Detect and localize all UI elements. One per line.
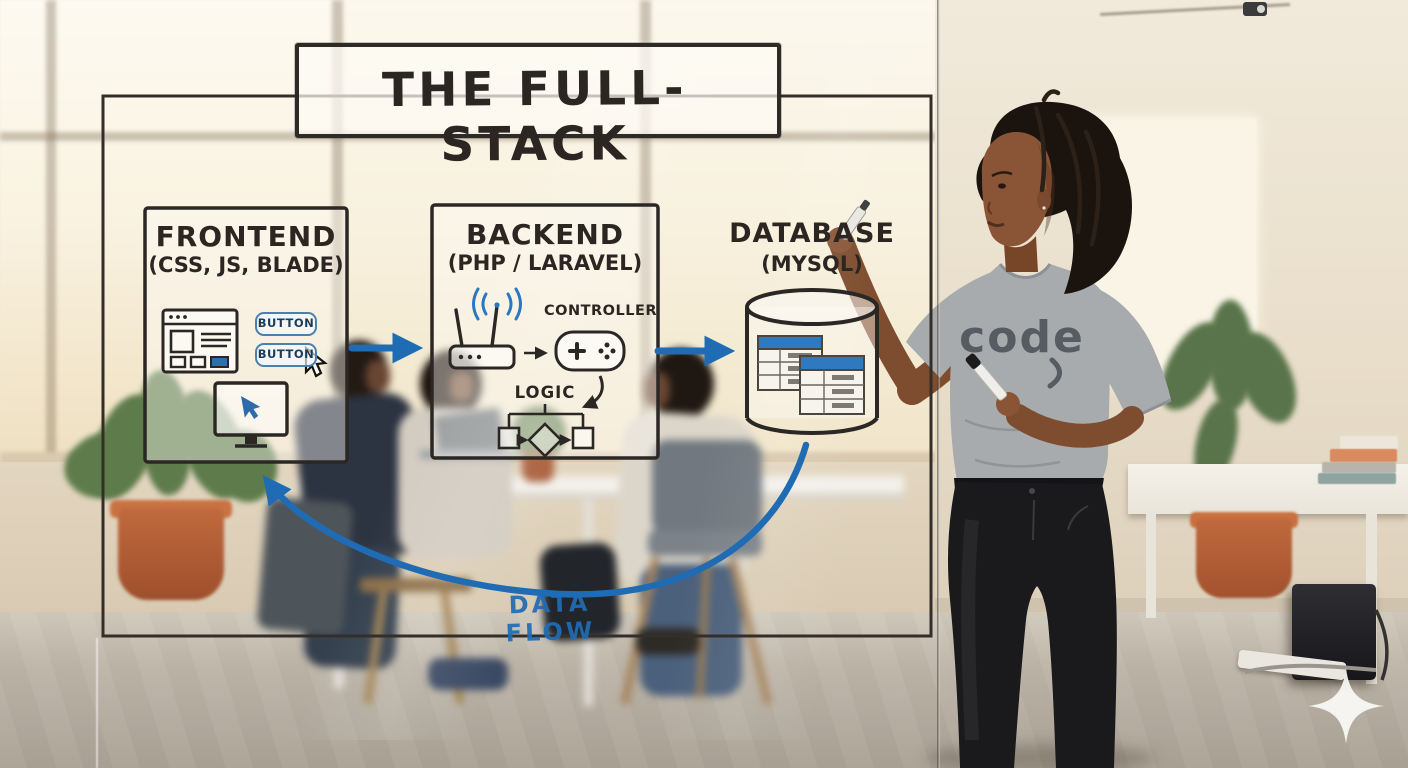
sneakers — [428, 658, 508, 690]
shelf-leg — [1146, 514, 1156, 618]
cables — [1244, 609, 1389, 681]
frontend-box — [143, 206, 349, 464]
presenter-sleeve — [1096, 288, 1171, 420]
book — [1340, 436, 1398, 449]
presenter-face — [981, 132, 1052, 247]
presenter-nose — [987, 201, 993, 215]
jeans-stitching — [1032, 499, 1089, 541]
controller-icon — [554, 330, 626, 372]
monitor-icon — [213, 381, 289, 448]
frontend-label: FRONTEND — [155, 220, 337, 253]
sparkle-watermark-icon — [1308, 668, 1384, 744]
curved-arrow-icon — [581, 375, 604, 409]
window-mullion — [332, 0, 343, 458]
presenter-lips — [987, 220, 1005, 228]
presenter-brow — [991, 171, 1013, 178]
backend-label: BACKEND — [465, 218, 625, 251]
window-mullion — [640, 0, 651, 458]
jeans-highlight — [961, 519, 979, 741]
presenter-eye — [998, 183, 1006, 189]
button-ui-sample: BUTTON — [255, 312, 317, 336]
backend-sublabel: (PHP / LARAVEL) — [447, 251, 643, 275]
shoes — [636, 628, 700, 655]
database-sublabel: (MYSQL) — [761, 252, 863, 276]
person-face — [366, 360, 390, 392]
monitor-cursor-icon — [241, 396, 261, 420]
data-flow-label: DATA FLOW — [505, 588, 596, 648]
shirt-swoosh — [1047, 357, 1062, 389]
book — [1330, 449, 1397, 462]
security-camera-icon — [1243, 2, 1267, 16]
glass-panel-edge — [937, 0, 940, 768]
router-icon — [448, 304, 516, 370]
diagram-title: THE FULL-STACK — [381, 60, 688, 173]
database-label: DATABASE — [729, 218, 895, 249]
laptop-base — [420, 450, 518, 459]
browser-window-icon — [161, 308, 239, 374]
data-flow-curved-arrow — [262, 441, 810, 598]
chair-seat — [360, 578, 472, 592]
button-ui-sample: BUTTON — [255, 343, 317, 367]
chair-back — [652, 440, 762, 536]
marker-icon — [838, 199, 870, 241]
wifi-signal-icon — [472, 287, 522, 321]
face-shading — [1036, 140, 1055, 236]
table-edge — [298, 493, 904, 499]
table-icon — [799, 355, 865, 415]
title-box — [295, 43, 781, 138]
window-mullion — [46, 0, 56, 470]
presenter-neck — [1004, 236, 1038, 272]
book — [1318, 473, 1396, 484]
frontend-sublabel: (CSS, JS, BLADE) — [148, 253, 344, 277]
terracotta-pot-left — [118, 508, 224, 600]
jeans-button — [1029, 488, 1035, 494]
terracotta-pot-right — [1196, 518, 1292, 598]
logic-branch-icon — [497, 404, 595, 458]
presenter-ear — [1037, 189, 1051, 211]
shirt-collar — [998, 263, 1052, 279]
logic-caption: LOGIC — [514, 383, 576, 402]
presenter-forearm — [1006, 404, 1144, 448]
presenter-jeans — [948, 482, 1117, 768]
hair-braids — [1033, 89, 1101, 247]
earring — [1042, 206, 1046, 210]
person-face — [450, 372, 473, 401]
controller-caption: CONTROLLER — [544, 303, 658, 319]
shirt-code-text: code — [959, 312, 1085, 363]
book — [1322, 462, 1396, 473]
marker-icon — [965, 353, 1008, 401]
glass-bottom-edge — [96, 638, 98, 768]
